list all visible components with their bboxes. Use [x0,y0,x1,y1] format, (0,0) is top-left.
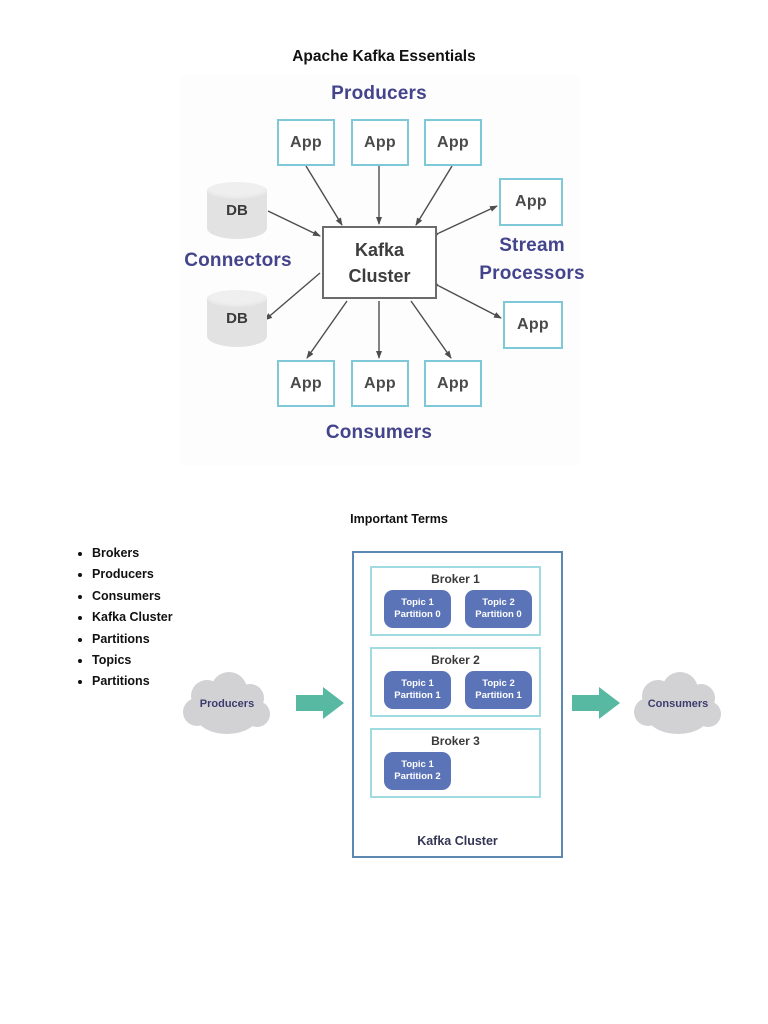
kafka-cluster-box: Kafka Cluster [322,226,437,299]
terms-list: Brokers Producers Consumers Kafka Cluste… [62,543,173,693]
consumer-app-box-3: App [424,360,482,407]
producers-group-label: Producers [331,83,427,104]
flow-arrow-right [572,687,620,719]
consumer-app-box-2: App [351,360,409,407]
topic-box: Topic 1 Partition 2 [384,752,451,790]
kafka-cluster-label: Kafka Cluster [417,834,498,848]
term-item: Consumers [92,586,173,607]
broker-1-box: Broker 1 Topic 1 Partition 0 Topic 2 Par… [370,566,541,636]
topic-line2: Partition 1 [394,690,441,701]
flow-arrow-left [296,687,344,719]
broker-3-box: Broker 3 Topic 1 Partition 2 [370,728,541,798]
producer-app-box-3: App [424,119,482,166]
kafka-cluster-container: Broker 1 Topic 1 Partition 0 Topic 2 Par… [352,551,563,858]
producers-cloud: Producers [177,670,277,740]
topic-line2: Partition 2 [394,771,441,782]
broker-1-name: Broker 1 [431,572,480,586]
db-cylinder-bottom: DB [207,290,267,347]
topic-line2: Partition 1 [475,690,522,701]
term-item: Partitions [92,629,173,650]
topic-line1: Topic 1 [401,759,434,770]
cloud-shape [183,672,270,734]
db-cylinder-top: DB [207,182,267,239]
stream-processor-app-box-top: App [499,178,563,226]
term-item: Brokers [92,543,173,564]
term-item: Kafka Cluster [92,607,173,628]
topic-line1: Topic 2 [482,678,515,689]
db-label: DB [226,202,248,219]
topic-box: Topic 2 Partition 0 [465,590,532,628]
db-label: DB [226,310,248,327]
stream-processors-label-line1: Stream [499,235,565,256]
kafka-cluster-line1: Kafka [354,239,405,260]
db-cylinder-lid [207,290,267,307]
consumer-app-box-1: App [277,360,335,407]
stream-processor-app-box-bottom: App [503,301,563,349]
topic-line2: Partition 0 [394,609,441,620]
topic-box: Topic 1 Partition 1 [384,671,451,709]
db-cylinder-lid [207,182,267,199]
term-item: Topics [92,650,173,671]
topic-line2: Partition 0 [475,609,522,620]
consumers-cloud-label: Consumers [647,698,709,710]
connectors-group-label: Connectors [184,250,292,271]
broker-3-name: Broker 3 [431,734,480,748]
topic-box: Topic 1 Partition 0 [384,590,451,628]
topic-line1: Topic 2 [482,597,515,608]
page-title: Apache Kafka Essentials [292,48,476,65]
broker-2-name: Broker 2 [431,653,480,667]
producers-cloud-label: Producers [199,698,255,710]
topic-line1: Topic 1 [401,678,434,689]
connector-arrows [264,165,502,359]
stream-processors-label-line2: Processors [479,263,585,284]
producer-app-box-2: App [351,119,409,166]
producer-app-box-1: App [277,119,335,166]
kafka-overview-diagram: Producers App App App DB Connectors DB K… [180,75,585,465]
broker-2-box: Broker 2 Topic 1 Partition 1 Topic 2 Par… [370,647,541,717]
term-item: Producers [92,564,173,585]
topic-line1: Topic 1 [401,597,434,608]
terms-heading: Important Terms [350,512,448,526]
term-item: Partitions [92,671,173,692]
kafka-cluster-line2: Cluster [348,265,411,286]
consumers-group-label: Consumers [325,422,433,443]
cloud-shape [634,672,721,734]
consumers-cloud: Consumers [628,670,728,740]
topic-box: Topic 2 Partition 1 [465,671,532,709]
